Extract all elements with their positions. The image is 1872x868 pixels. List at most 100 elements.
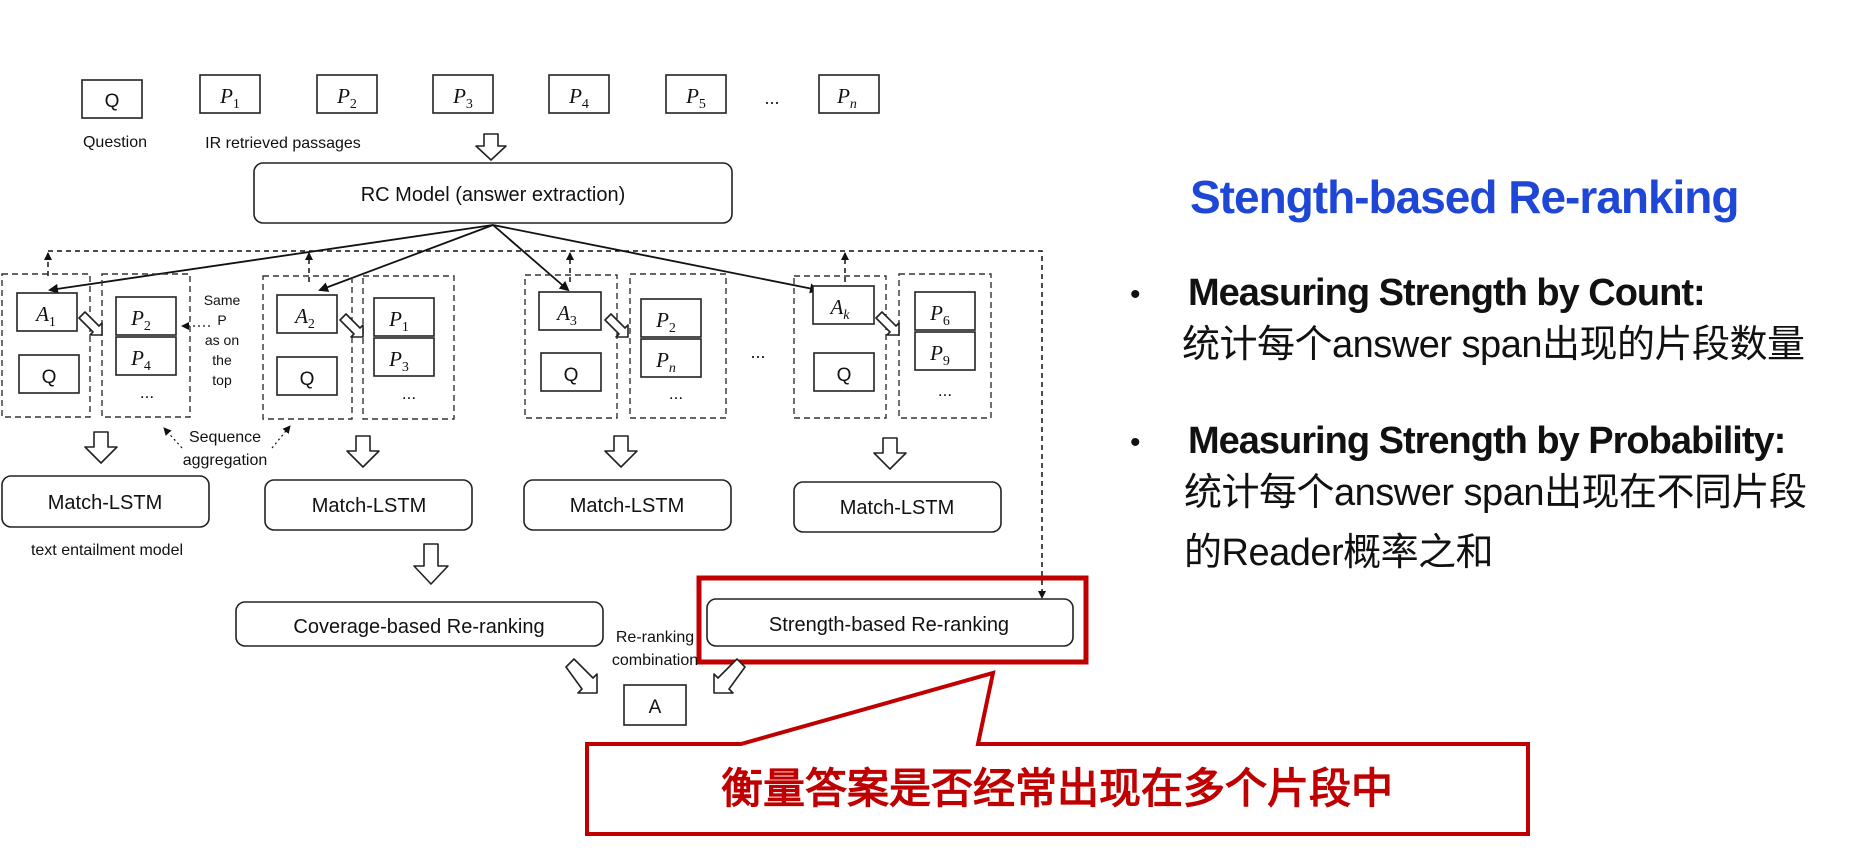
dashed-feedback-line	[48, 250, 1046, 599]
svg-text:P6: P6	[929, 301, 950, 329]
answer-a1: A1	[34, 302, 56, 330]
coverage-reranking-box: Coverage-based Re-ranking	[235, 601, 604, 647]
svg-text:the: the	[212, 352, 232, 368]
passages-caption: IR retrieved passages	[205, 135, 361, 152]
group-1: A1 Q P2 P4 ...	[1, 273, 191, 418]
bullet-count: • Measuring Strength by Count: 统计每个answe…	[1130, 272, 1870, 375]
groups-ellipsis: ...	[750, 342, 765, 362]
text-entailment-caption: text entailment model	[31, 542, 183, 559]
diagonal-arrow-icon	[565, 658, 598, 694]
callout-bubble: 衡量答案是否经常出现在多个片段中	[585, 670, 1530, 836]
passages-ellipsis: ...	[764, 88, 779, 108]
svg-text:Q: Q	[42, 367, 57, 388]
svg-text:Pn: Pn	[655, 348, 676, 376]
passage-1: P1	[199, 74, 261, 114]
rc-to-a1-arrow	[48, 224, 494, 294]
question-box-label: Q	[105, 91, 120, 112]
passage-3: P3	[432, 74, 494, 114]
rc-model-label: RC Model (answer extraction)	[361, 184, 626, 206]
svg-text:P2: P2	[130, 306, 151, 334]
bullet-body-line: 统计每个answer span出现在不同片段	[1184, 472, 1807, 514]
svg-text:aggregation: aggregation	[183, 452, 268, 469]
svg-text:P1: P1	[388, 307, 409, 335]
svg-text:as on: as on	[205, 332, 239, 348]
strength-reranking-box: Strength-based Re-ranking	[706, 598, 1074, 647]
svg-text:Pn: Pn	[836, 84, 857, 112]
hollow-arrow-icon	[604, 313, 629, 338]
callout-text: 衡量答案是否经常出现在多个片段中	[721, 764, 1393, 813]
down-arrow-icon	[84, 431, 118, 464]
svg-text:Q: Q	[564, 365, 579, 386]
diagonal-arrow-icon	[713, 658, 746, 694]
svg-text:...: ...	[669, 384, 683, 403]
svg-text:P5: P5	[685, 84, 706, 112]
question-node: Q	[81, 79, 143, 119]
match-lstm-2: Match-LSTM	[264, 479, 473, 531]
bullet-body-line: 的Reader概率之和	[1184, 532, 1494, 574]
sequence-aggregation-note: Sequence aggregation	[183, 429, 268, 469]
reranking-combination-note: Re-ranking combination	[612, 629, 698, 669]
bullet-heading: Measuring Strength by Count:	[1188, 272, 1706, 314]
svg-text:Match-LSTM: Match-LSTM	[312, 495, 426, 517]
down-arrow-icon	[475, 133, 507, 161]
svg-text:P9: P9	[929, 341, 950, 369]
svg-text:A: A	[649, 697, 662, 718]
passage-5: P5	[665, 74, 727, 114]
match-lstm-3: Match-LSTM	[523, 479, 732, 531]
svg-text:P: P	[217, 312, 226, 328]
passage-n: Pn	[818, 74, 880, 114]
match-lstm-k: Match-LSTM	[793, 481, 1002, 533]
svg-text:Match-LSTM: Match-LSTM	[570, 495, 684, 517]
down-arrow-icon	[873, 437, 907, 470]
down-arrow-icon	[413, 543, 449, 585]
svg-text:Sequence: Sequence	[189, 429, 261, 446]
svg-text:...: ...	[938, 381, 952, 400]
hollow-arrow-icon	[339, 313, 364, 338]
svg-text:...: ...	[402, 384, 416, 403]
passage-2: P2	[316, 74, 378, 114]
hollow-arrow-icon	[78, 311, 103, 336]
bullet-probability: • Measuring Strength by Probability: 统计每…	[1130, 420, 1870, 583]
svg-text:P4: P4	[130, 346, 151, 374]
svg-text:...: ...	[140, 383, 154, 402]
svg-text:P3: P3	[388, 347, 409, 375]
svg-text:P3: P3	[452, 84, 473, 112]
strength-highlight-frame	[696, 575, 1089, 665]
group-k: Ak Q P6 P9 ...	[793, 273, 992, 419]
svg-text:combination: combination	[612, 652, 698, 669]
svg-text:Same: Same	[204, 292, 241, 308]
question-caption: Question	[83, 134, 147, 151]
svg-text:P1: P1	[219, 84, 240, 112]
svg-text:Q: Q	[837, 365, 852, 386]
svg-text:P4: P4	[568, 84, 589, 112]
down-arrow-icon	[346, 435, 380, 468]
bullet-heading: Measuring Strength by Probability:	[1188, 420, 1786, 462]
answer-a3: A3	[555, 301, 577, 329]
bullet-dot: •	[1130, 278, 1141, 311]
slide-title: Stength-based Re-ranking	[1190, 171, 1740, 223]
same-p-note: Same P as on the top	[204, 292, 241, 388]
rc-to-a2-arrow	[318, 224, 494, 292]
final-answer-box: A	[623, 684, 687, 726]
svg-text:Re-ranking: Re-ranking	[616, 629, 694, 646]
svg-text:P2: P2	[655, 308, 676, 336]
svg-text:top: top	[212, 372, 232, 388]
answer-ak: Ak	[828, 295, 850, 323]
bullet-dot: •	[1130, 426, 1141, 459]
svg-text:Strength-based Re-ranking: Strength-based Re-ranking	[769, 614, 1009, 636]
down-arrow-icon	[604, 435, 638, 468]
bullet-body-line: 统计每个answer span出现的片段数量	[1182, 324, 1805, 366]
answer-a2: A2	[293, 304, 315, 332]
svg-text:Match-LSTM: Match-LSTM	[48, 492, 162, 514]
svg-text:Coverage-based Re-ranking: Coverage-based Re-ranking	[293, 616, 544, 638]
svg-text:P2: P2	[336, 84, 357, 112]
svg-text:Q: Q	[300, 369, 315, 390]
match-lstm-1: Match-LSTM	[1, 475, 210, 528]
group-3: A3 Q P2 Pn ...	[524, 273, 727, 419]
rc-to-a3-arrow	[492, 224, 570, 292]
group-2: A2 Q P1 P3 ...	[262, 275, 455, 420]
svg-text:Match-LSTM: Match-LSTM	[840, 497, 954, 519]
rc-model-box: RC Model (answer extraction)	[253, 162, 733, 224]
passage-4: P4	[548, 74, 610, 114]
